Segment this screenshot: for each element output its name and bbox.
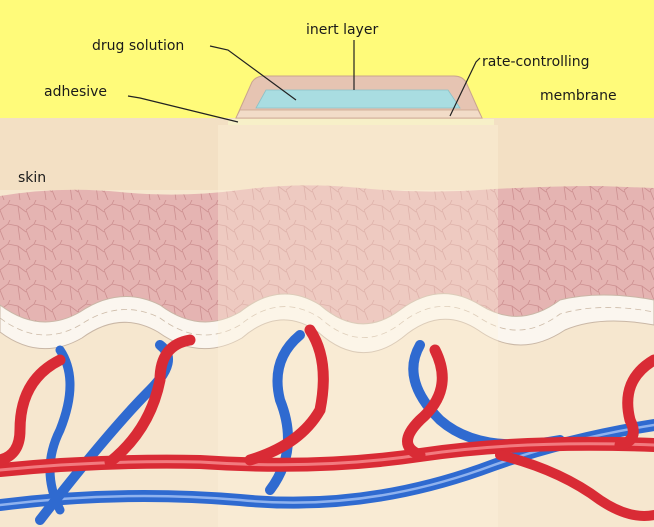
label-rate-controlling: rate-controlling [482, 54, 590, 70]
label-skin: skin [18, 170, 46, 186]
label-drug-solution: drug solution [92, 38, 184, 54]
label-membrane: membrane [540, 88, 617, 104]
rate-controlling-membrane [236, 110, 482, 118]
label-adhesive: adhesive [44, 84, 107, 100]
label-inert-layer: inert layer [306, 22, 378, 38]
